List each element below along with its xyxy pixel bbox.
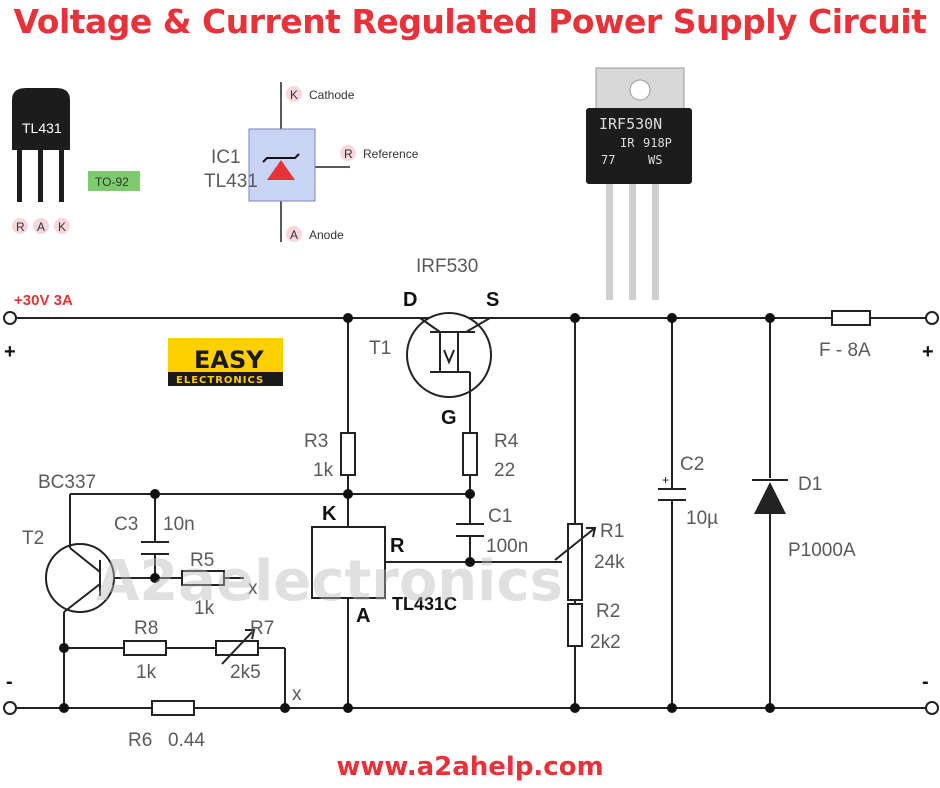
anode-pin: A [290,228,298,242]
plus-right: + [922,341,934,363]
ic-r: R [390,535,405,557]
r8-ref: R8 [134,618,158,639]
easy-electronics-logo: EASY ELECTRONICS [168,338,283,386]
page-title: Voltage & Current Regulated Power Supply… [13,2,927,41]
r6-val: 0.44 [168,730,205,751]
c3-val: 10n [163,514,195,535]
r1-ref: R1 [600,521,624,542]
drain-label: D [403,289,417,311]
c2-plus: + [662,473,669,487]
r3-ref: R3 [304,431,328,452]
c1-ref: C1 [488,506,512,527]
r3 [340,432,356,476]
minus-left: - [6,671,13,693]
ic-k: K [322,503,337,525]
reference-pin: R [344,147,353,161]
x-mark-1: x [248,578,258,599]
ic1-part: TL431 [204,171,258,192]
terminal-out-plus [925,311,939,325]
reference-label: Reference [363,147,419,161]
r5-ref: R5 [190,550,214,571]
components [45,312,788,716]
r6 [151,700,195,716]
cathode-pin: K [290,88,298,102]
mosfet-line1: IRF530N [599,115,662,133]
d1 [754,482,786,514]
t2-ref: T2 [22,528,44,549]
r4-val: 22 [494,460,515,481]
c2-val: 10µ [686,508,718,529]
mosfet-line3a: 77 [601,153,615,167]
r8 [123,640,167,656]
cathode-label: Cathode [309,88,355,102]
r7-ref: R7 [250,618,274,639]
fuse [831,310,871,326]
wires [63,317,771,708]
mosfet-part: IRF530 [416,256,478,277]
r1 [567,523,583,601]
labels: +30V 3A + - + - IRF530 T1 D S G R3 1k R4… [4,256,934,751]
c3-ref: C3 [114,514,138,535]
mosfet-line2a: IR [620,136,635,150]
watermark: A2aelectronics [96,549,563,614]
to92-package: TL431 R A K TO-92 [12,88,140,234]
r6-ref: R6 [128,730,152,751]
minus-right: - [922,671,929,693]
r2 [567,603,583,647]
gate-label: G [441,407,457,429]
r5 [181,570,225,586]
d1-ref: D1 [798,474,822,495]
badge-bottom: ELECTRONICS [176,375,264,386]
ic-part: TL431C [392,594,457,614]
to92-badge: TO-92 [95,175,129,189]
mosfet-line2b: 918P [643,136,672,150]
footer-url: www.a2ahelp.com [336,752,604,782]
ic-a: A [356,605,370,627]
to92-pin-k: K [58,220,66,234]
c1-val: 100n [486,536,528,557]
to92-pin-r: R [16,220,25,234]
tl431-symbol: IC1 TL431 K Cathode R Reference A Anode [204,82,419,242]
fuse-label: F - 8A [819,340,871,361]
r2-ref: R2 [596,601,620,622]
r3-val: 1k [313,460,334,481]
r4 [462,432,478,476]
terminal-in-minus [3,701,17,715]
to92-pin-a: A [37,220,45,234]
t2-transistor [45,543,115,613]
plus-left: + [4,341,16,363]
r5-val: 1k [194,598,215,619]
to92-chip-label: TL431 [22,120,62,136]
r8-val: 1k [136,662,157,683]
ic-tl431c [311,526,386,599]
c2-ref: C2 [680,454,704,475]
r2-val: 2k2 [590,632,621,653]
anode-label: Anode [309,228,344,242]
r7-val: 2k5 [230,662,261,683]
badge-top: EASY [194,346,264,374]
r4-ref: R4 [494,431,519,452]
terminal-in-plus [3,311,17,325]
mosfet-photo: IRF530N IR 918P 77 WS [586,67,692,300]
t2-part: BC337 [38,472,96,493]
input-label: +30V 3A [14,292,73,309]
mosfet-line3b: WS [648,153,662,167]
x-mark-2: x [292,684,302,705]
junctions [59,313,775,713]
terminal-out-minus [925,701,939,715]
mosfet-ref: T1 [369,338,391,359]
rails [3,310,939,715]
source-label: S [486,289,499,311]
r1-val: 24k [594,552,625,573]
d1-part: P1000A [788,540,856,561]
ic1-designator: IC1 [211,147,241,168]
